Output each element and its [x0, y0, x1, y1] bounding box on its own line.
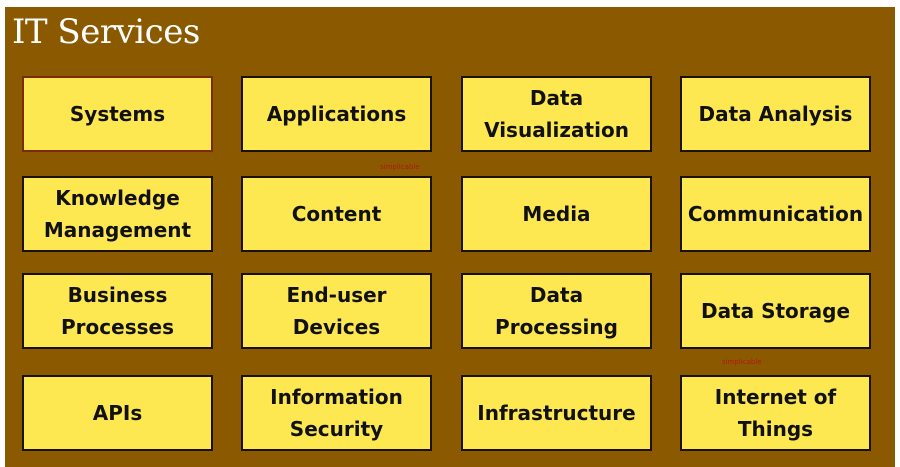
service-box: Data Visualization	[461, 76, 652, 152]
service-box: Data Analysis	[680, 76, 871, 152]
service-box: Infrastructure	[461, 375, 652, 451]
service-box: Media	[461, 176, 652, 252]
service-box: Information Security	[241, 375, 432, 451]
service-box: APIs	[22, 375, 213, 451]
service-box: Content	[241, 176, 432, 252]
service-box: Business Processes	[22, 273, 213, 349]
watermark: simplicable	[722, 358, 762, 366]
service-box: Systems	[22, 76, 213, 152]
service-box: Communication	[680, 176, 871, 252]
service-box: Applications	[241, 76, 432, 152]
service-box: Internet of Things	[680, 375, 871, 451]
service-box: End-user Devices	[241, 273, 432, 349]
service-box: Data Processing	[461, 273, 652, 349]
diagram-title: IT Services	[12, 12, 200, 52]
service-box: Knowledge Management	[22, 176, 213, 252]
watermark: simplicable	[380, 163, 420, 171]
service-box: Data Storage	[680, 273, 871, 349]
